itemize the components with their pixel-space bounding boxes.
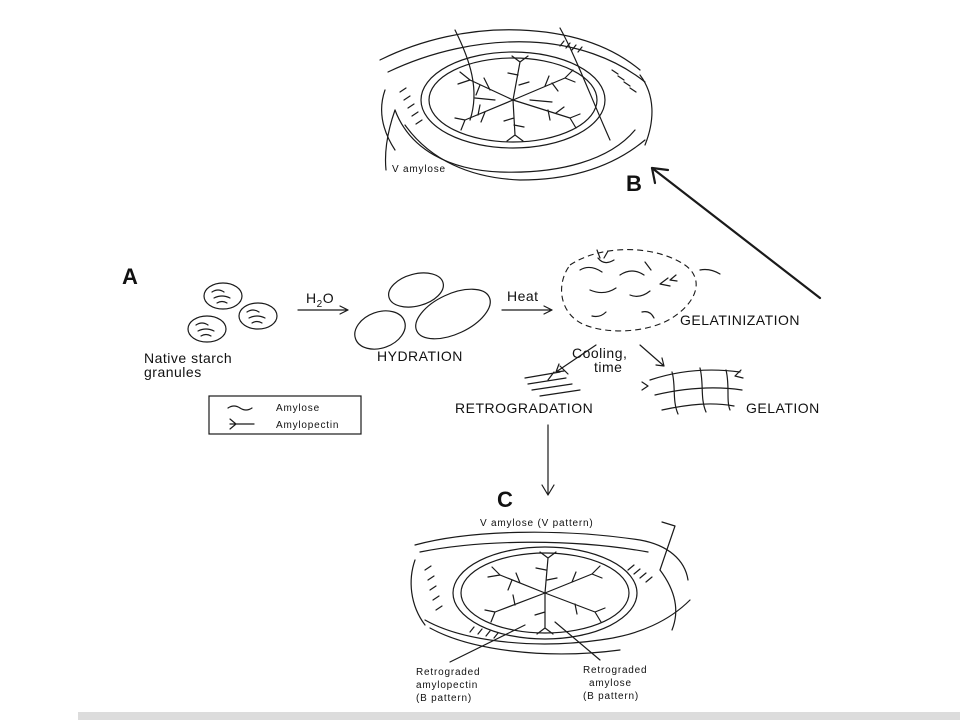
water-label: H2O — [306, 290, 334, 310]
legend-amylose-label: Amylose — [276, 403, 320, 414]
cooling-label-2: time — [594, 359, 622, 375]
retro-amylopectin-3: (B pattern) — [416, 693, 472, 704]
bottom-band — [78, 712, 960, 720]
v-amylose-pattern-label: V amylose (V pattern) — [480, 518, 594, 529]
panel-b-granule — [379, 27, 653, 181]
panel-c-letter: C — [497, 487, 513, 512]
legend-amylopectin-label: Amylopectin — [276, 420, 339, 431]
pointer-retro-amylose — [554, 621, 601, 661]
gelatinized-blob — [561, 249, 721, 332]
native-label-2: granules — [144, 364, 202, 380]
arrow-heat — [501, 305, 553, 315]
arrow-h2o — [297, 305, 349, 315]
retro-amylopectin-1: Retrograded — [416, 667, 480, 678]
retrogradation-label: RETROGRADATION — [455, 400, 593, 416]
legend-amylose-swatch — [227, 405, 253, 411]
panel-a-letter: A — [122, 264, 138, 289]
retrograded-strands — [524, 365, 581, 397]
heat-label: Heat — [507, 288, 539, 304]
arrow-to-gelation — [639, 344, 665, 367]
retro-amylose-2: amylose — [589, 678, 632, 689]
v-amylose-label: V amylose — [392, 164, 446, 175]
legend-amylopectin-swatch — [229, 418, 255, 430]
native-label-1: Native starch — [144, 350, 232, 366]
arrow-to-b — [650, 166, 822, 300]
retro-amylopectin-2: amylopectin — [416, 680, 478, 691]
hydration-label: HYDRATION — [377, 348, 463, 364]
arrow-to-c — [541, 424, 555, 496]
pointer-retro-amylopectin — [449, 624, 526, 663]
gelatinization-label: GELATINIZATION — [680, 312, 800, 328]
cooling-label-1: Cooling, — [572, 345, 627, 361]
panel-b-letter: B — [626, 171, 642, 196]
hydrated-granules — [354, 272, 491, 350]
gel-network — [641, 367, 744, 415]
legend — [208, 395, 362, 435]
panel-c-granule — [410, 531, 691, 655]
gelation-label: GELATION — [746, 400, 820, 416]
v-pattern-pointer — [659, 521, 676, 571]
retro-amylose-1: Retrograded — [583, 665, 647, 676]
retro-amylose-3: (B pattern) — [583, 691, 639, 702]
native-granules — [187, 282, 278, 343]
